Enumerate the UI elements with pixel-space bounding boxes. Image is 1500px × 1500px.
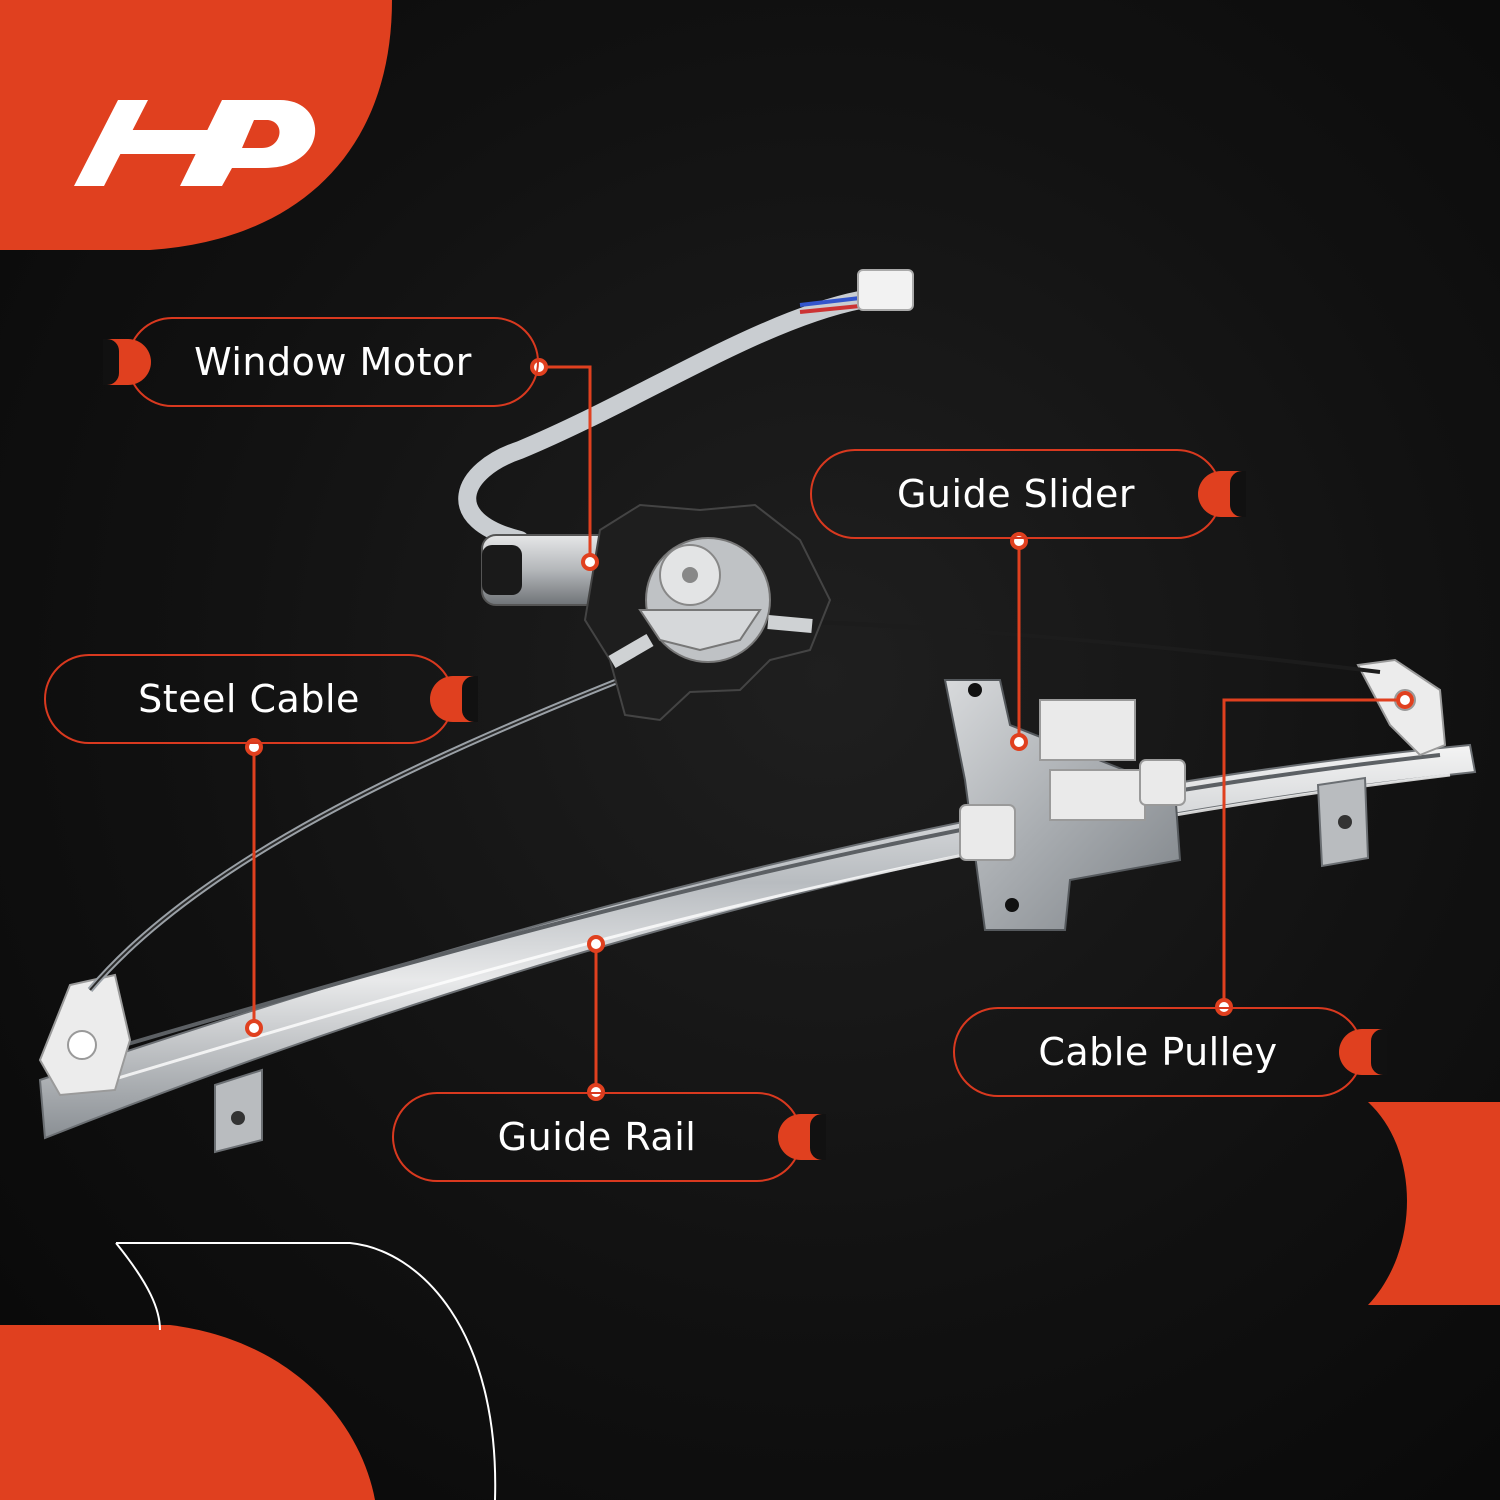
callout-label-steel-cable: Steel Cable bbox=[138, 677, 360, 721]
callout-guide-slider: Guide Slider bbox=[810, 449, 1246, 539]
callout-tab bbox=[1339, 1029, 1387, 1075]
callout-tab bbox=[103, 339, 151, 385]
window-regulator-illustration bbox=[38, 269, 1477, 1154]
callout-label-window-motor: Window Motor bbox=[194, 340, 472, 384]
bottom-right-decoration bbox=[1368, 1102, 1500, 1305]
callout-tab bbox=[430, 676, 478, 722]
callout-tab bbox=[1198, 471, 1246, 517]
top-left-brand-corner bbox=[0, 0, 392, 250]
leader-lines bbox=[252, 365, 1405, 1092]
callout-steel-cable: Steel Cable bbox=[44, 654, 478, 744]
callout-label-guide-slider: Guide Slider bbox=[896, 472, 1136, 516]
callout-tab bbox=[778, 1114, 826, 1160]
callout-label-guide-rail: Guide Rail bbox=[497, 1115, 697, 1159]
callout-window-motor: Window Motor bbox=[103, 317, 539, 407]
brand-logo bbox=[74, 100, 316, 186]
bottom-left-decoration bbox=[0, 1242, 497, 1500]
callout-cable-pulley: Cable Pulley bbox=[953, 1007, 1387, 1097]
callout-label-cable-pulley: Cable Pulley bbox=[1038, 1030, 1278, 1074]
callout-guide-rail: Guide Rail bbox=[392, 1092, 826, 1182]
